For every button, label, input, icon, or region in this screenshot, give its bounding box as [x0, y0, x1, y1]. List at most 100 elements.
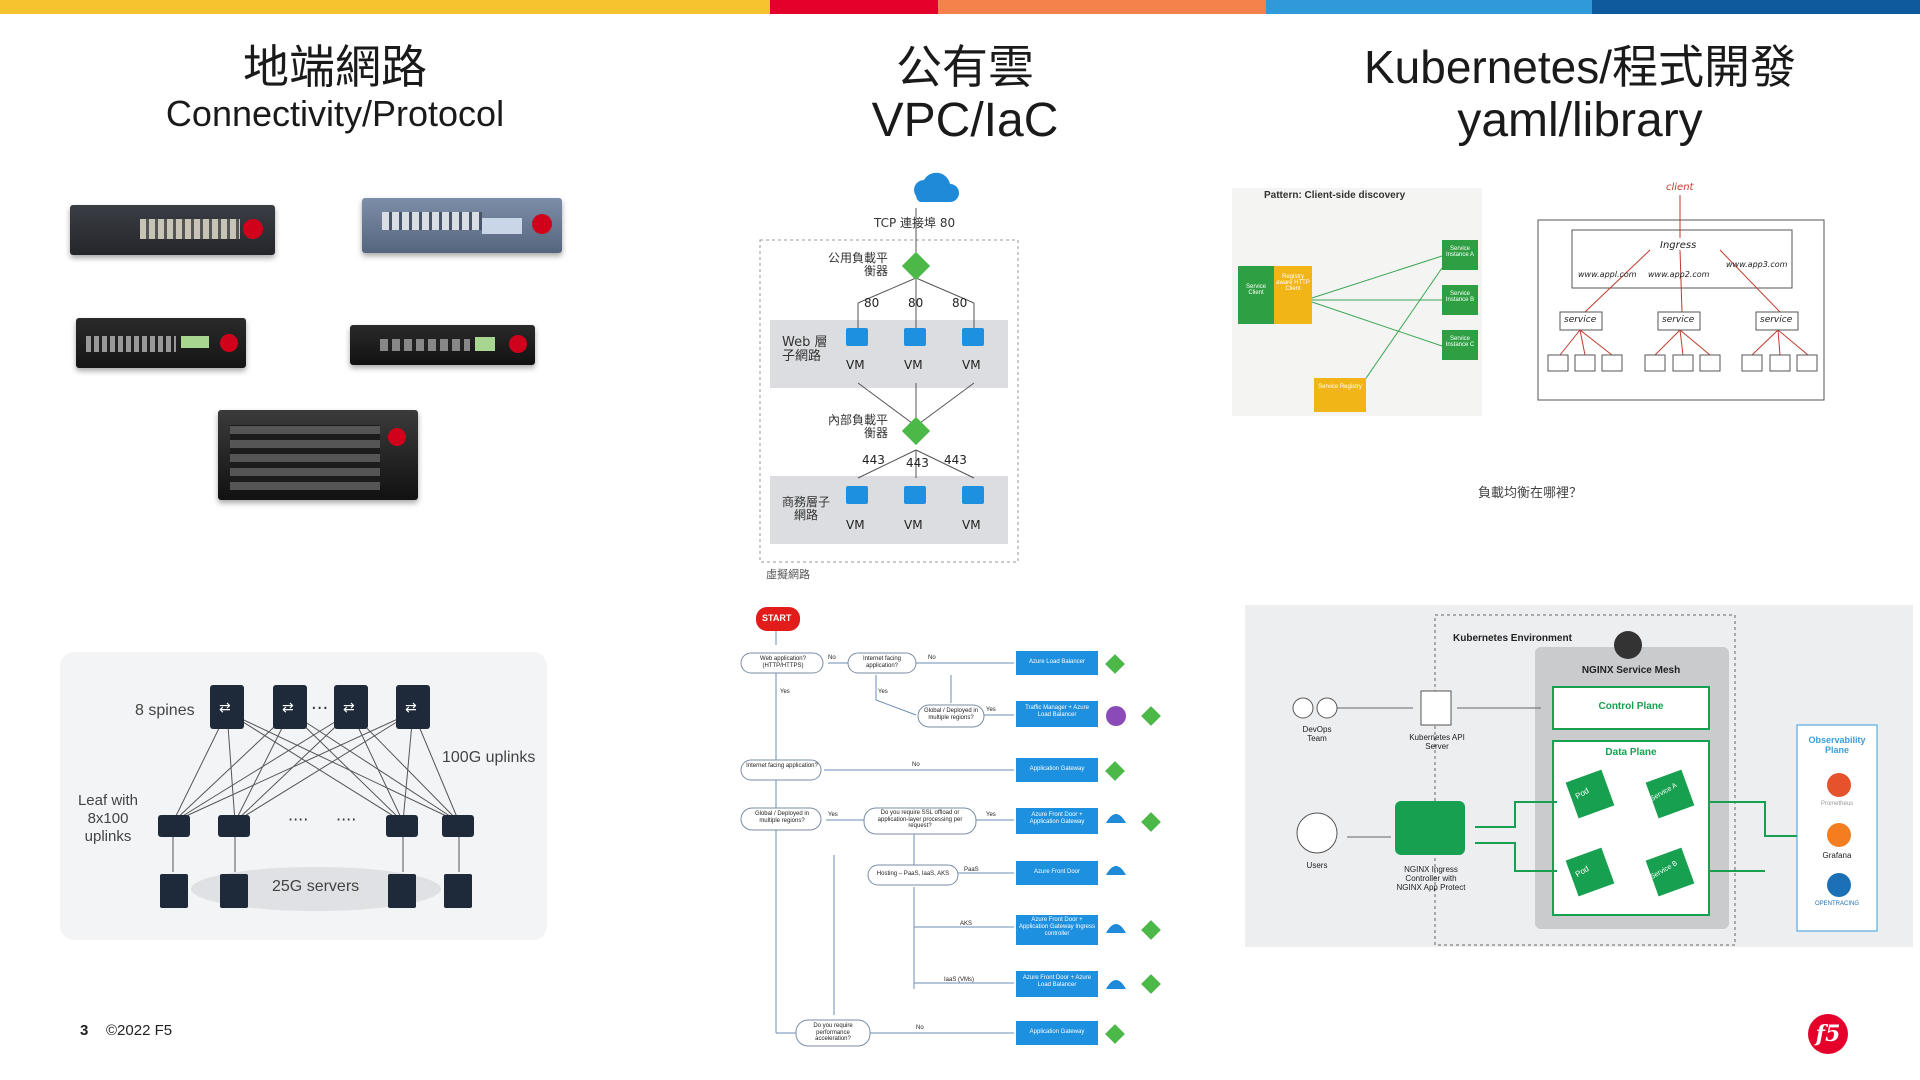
title-en: Connectivity/Protocol [165, 92, 505, 134]
port-label: 80 [908, 296, 924, 310]
grafana-label: Grafana [1822, 851, 1852, 860]
decision-tree-svg [740, 607, 1161, 1047]
client-side-discovery-diagram: Pattern: Client-side discovery Service C… [1232, 188, 1482, 416]
question-node: Hosting – PaaS, IaaS, AKS [876, 871, 950, 877]
port-label: 80 [952, 296, 968, 310]
edge-label: No [912, 762, 920, 768]
client-label: client [1666, 182, 1694, 193]
f5-logo: f5 [1808, 1014, 1848, 1054]
service-client: Service Client [1245, 284, 1266, 296]
url-label: www.appl.com [1578, 270, 1637, 279]
public-lb-label: 公用負載平 衡器 [827, 251, 888, 279]
service-instance: Service Instance B [1445, 291, 1475, 303]
result-node: Traffic Manager + Azure Load Balancer [1025, 705, 1089, 719]
service-instance: Service Instance A [1445, 246, 1475, 258]
svg-text:⇄: ⇄ [343, 700, 355, 716]
page-number: 3 [80, 1022, 89, 1039]
start-label: START [762, 613, 792, 623]
edge-label: IaaS (VMs) [944, 977, 975, 983]
edge-label: AKS [960, 921, 973, 927]
discovery-svg [1238, 240, 1478, 412]
title-en: yaml/library [1457, 93, 1703, 147]
port-label: 443 [862, 453, 885, 467]
k8s-env-label: Kubernetes Environment [1453, 633, 1572, 644]
stripe-orange [938, 0, 1266, 14]
azure-lb-decision-tree: START Web application? (HTTP/HTTPS) Inte… [736, 605, 1186, 1055]
devops-label: DevOps Team [1302, 725, 1332, 743]
service-label: service [1564, 315, 1597, 325]
appliance-image [362, 198, 562, 253]
svg-text:····: ···· [288, 810, 308, 829]
result-node: Azure Front Door + Azure Load Balancer [1022, 975, 1092, 989]
pattern-title: Pattern: Client-side discovery [1264, 190, 1406, 201]
column-title-onprem: 地端網路 Connectivity/Protocol [110, 40, 560, 134]
ingress-label: Ingress [1660, 240, 1697, 251]
stripe-red [770, 0, 938, 14]
lb-question-caption: 負載均衡在哪裡？ [1478, 486, 1583, 501]
result-node: Application Gateway [1029, 1029, 1085, 1035]
port-label: 443 [906, 456, 929, 470]
port-label: 80 [864, 296, 880, 310]
vm-label: VM [962, 518, 981, 532]
result-node: Application Gateway [1029, 766, 1085, 772]
leaf-label: Leaf with 8x100 uplinks [77, 792, 139, 845]
observability-label: Observability Plane [1808, 735, 1866, 755]
api-server-label: Kubernetes API Server [1409, 733, 1465, 751]
ingress-controller-label: NGINX Ingress Controller with NGINX App … [1396, 865, 1466, 893]
question-node: Internet facing application? [746, 763, 818, 769]
result-node: Azure Front Door + Application Gateway I… [1018, 917, 1096, 938]
copyright: ©2022 F5 [106, 1022, 173, 1039]
stripe-yellow [0, 0, 770, 14]
vm-label: VM [846, 518, 865, 532]
service-label: service [1760, 315, 1793, 325]
appliance-image [350, 325, 535, 365]
registry-client: Registry aware HTTP Client [1276, 274, 1310, 292]
result-node: Azure Front Door + Application Gateway [1029, 812, 1085, 826]
k8s-ingress-diagram: client Ingress www.appl.com www.app2.com… [1530, 180, 1830, 405]
appliance-image [76, 318, 246, 368]
vm-label: VM [846, 358, 865, 372]
azure-architecture-diagram: TCP 連接埠 80 公用負載平 衡器 80 80 80 Web 層 子網路 V… [748, 168, 1028, 588]
servers-label: 25G servers [272, 878, 360, 895]
edge-label: No [928, 655, 936, 661]
url-label: www.app2.com [1648, 270, 1710, 279]
appliance-image [70, 205, 275, 255]
question-node: Global / Deployed in multiple regions? [754, 811, 810, 824]
mesh-svg [1292, 614, 1878, 946]
result-node: Azure Front Door [1033, 869, 1081, 875]
vm-label: VM [962, 358, 981, 372]
web-subnet-label: Web 層 子網路 [782, 335, 828, 365]
tcp-port-label: TCP 連接埠 80 [874, 216, 956, 230]
title-cn: 地端網路 [243, 40, 427, 94]
result-node: Azure Load Balancer [1028, 659, 1086, 665]
internal-lb-label: 內部負載平 衡器 [827, 413, 888, 441]
column-title-k8s: Kubernetes/程式開發 yaml/library [1290, 41, 1870, 147]
edge-label: No [828, 655, 836, 661]
edge-label: No [916, 1025, 924, 1031]
leaf-spine-svg: ⇄⇄⇄⇄ ··· ···· ···· [158, 685, 474, 911]
column-title-cloud: 公有雲 VPC/IaC [740, 40, 1190, 147]
service-label: service [1662, 315, 1695, 325]
opentracing-label: OPENTRACING [1814, 901, 1859, 907]
edge-label: Yes [828, 812, 838, 818]
users-label: Users [1306, 861, 1328, 870]
svg-text:····: ···· [336, 810, 356, 829]
prometheus-label: Prometheus [1820, 801, 1854, 807]
edge-label: Yes [986, 707, 996, 713]
svg-text:⇄: ⇄ [282, 700, 294, 716]
title-cn: Kubernetes/程式開發 [1363, 41, 1797, 93]
edge-label: Yes [780, 689, 790, 695]
mesh-label: NGINX Service Mesh [1581, 665, 1681, 676]
url-label: www.app3.com [1726, 260, 1788, 269]
service-registry: Service Registry [1318, 384, 1362, 390]
title-cn: 公有雲 [896, 40, 1034, 94]
vnet-label: 虛擬網路 [766, 568, 810, 581]
control-plane-label: Control Plane [1598, 701, 1664, 712]
vm-label: VM [904, 518, 923, 532]
stripe-blue [1266, 0, 1592, 14]
port-label: 443 [944, 453, 967, 467]
question-node: Internet facing application? [862, 656, 902, 669]
ingress-svg [1537, 195, 1825, 401]
title-en: VPC/IaC [871, 93, 1059, 147]
appliance-image [218, 410, 418, 500]
